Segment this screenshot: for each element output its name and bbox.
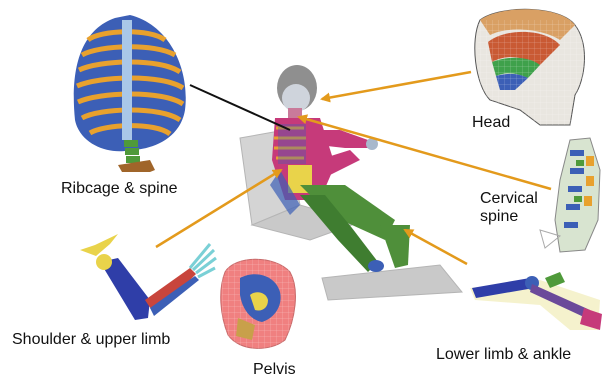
ribcage-spine-label: Ribcage & spine	[61, 180, 178, 198]
head-model	[475, 9, 588, 125]
cervical-spine-label: Cervical spine	[480, 190, 538, 227]
lower-limb-model	[470, 272, 602, 330]
lower-limb-arrow	[405, 230, 467, 264]
head-arrow	[322, 72, 471, 99]
ribcage-model	[74, 15, 186, 172]
cervical-arrow	[299, 117, 551, 189]
head-label: Head	[472, 114, 510, 132]
ribcage-pointer-line	[190, 85, 290, 130]
cervical-label-line-1: Cervical	[480, 190, 538, 208]
lower-limb-ankle-label: Lower limb & ankle	[436, 346, 571, 364]
pelvis-model	[221, 258, 296, 352]
cervical-spine-model	[540, 138, 600, 252]
upper-limb-model	[80, 234, 216, 320]
shoulder-upper-limb-label: Shoulder & upper limb	[12, 331, 170, 349]
cervical-label-line-2: spine	[480, 208, 538, 226]
pelvis-label: Pelvis	[253, 361, 296, 379]
